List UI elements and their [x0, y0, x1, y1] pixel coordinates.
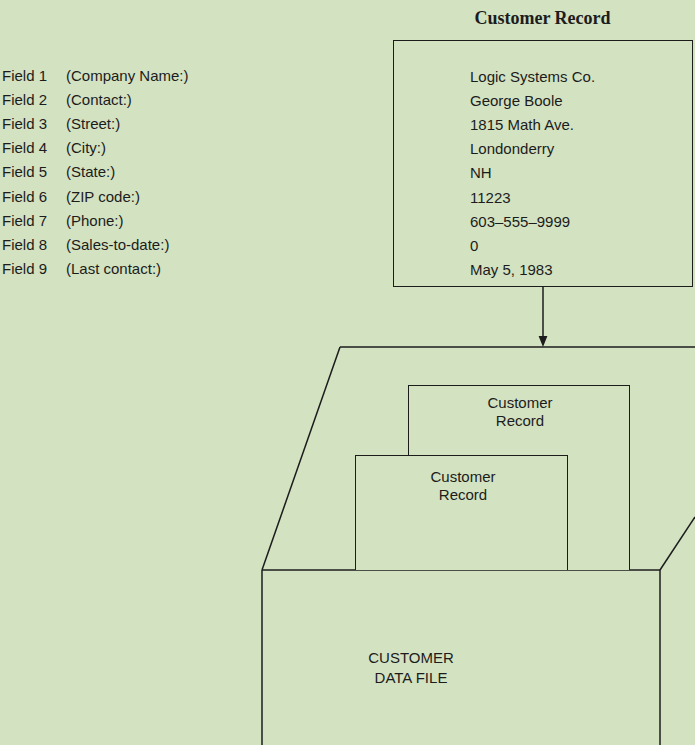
field-number: Field 9: [2, 260, 47, 278]
record-card: Customer Record: [355, 455, 568, 570]
flow-arrow: [539, 287, 548, 347]
field-number: Field 5: [2, 163, 47, 181]
record-box: Customer RecordLogic Systems Co.George B…: [393, 40, 693, 287]
field-name: (Last contact:): [66, 260, 161, 278]
field-name: (Company Name:): [66, 67, 189, 85]
field-name: (Phone:): [66, 212, 124, 230]
file-box-edge: [262, 347, 340, 570]
arrow-shaft: [542, 287, 544, 338]
field-value: George Boole: [470, 92, 563, 110]
file-label: CUSTOMER DATA FILE: [368, 648, 454, 688]
field-name: (ZIP code:): [66, 188, 140, 206]
field-number: Field 3: [2, 115, 47, 133]
field-value: 11223: [470, 189, 511, 207]
field-number: Field 4: [2, 139, 47, 157]
field-name: (City:): [66, 139, 106, 157]
record-heading: Customer Record: [474, 9, 610, 27]
field-number: Field 1: [2, 67, 47, 85]
field-value: May 5, 1983: [470, 261, 553, 279]
arrow-head: [539, 336, 548, 347]
file-box-edge: [261, 570, 263, 745]
field-name: (Street:): [66, 115, 120, 133]
field-number: Field 8: [2, 236, 47, 254]
file-box-edge: [340, 346, 695, 348]
field-value: Logic Systems Co.: [470, 68, 595, 86]
field-number: Field 7: [2, 212, 47, 230]
field-name: (Contact:): [66, 91, 132, 109]
file-box-edge: [660, 517, 695, 570]
card-label: Customer Record: [487, 394, 552, 430]
field-value: Londonderry: [470, 140, 554, 158]
file-box: Customer RecordCustomer RecordCUSTOMER D…: [262, 347, 695, 745]
field-name: (Sales-to-date:): [66, 236, 169, 254]
card-label: Customer Record: [430, 468, 495, 504]
field-value: NH: [470, 164, 492, 182]
field-number: Field 6: [2, 188, 47, 206]
field-number: Field 2: [2, 91, 47, 109]
field-value: 1815 Math Ave.: [470, 116, 574, 134]
field-value: 603–555–9999: [470, 213, 570, 231]
field-name: (State:): [66, 163, 115, 181]
file-box-edge: [659, 570, 661, 745]
field-value: 0: [470, 237, 478, 255]
